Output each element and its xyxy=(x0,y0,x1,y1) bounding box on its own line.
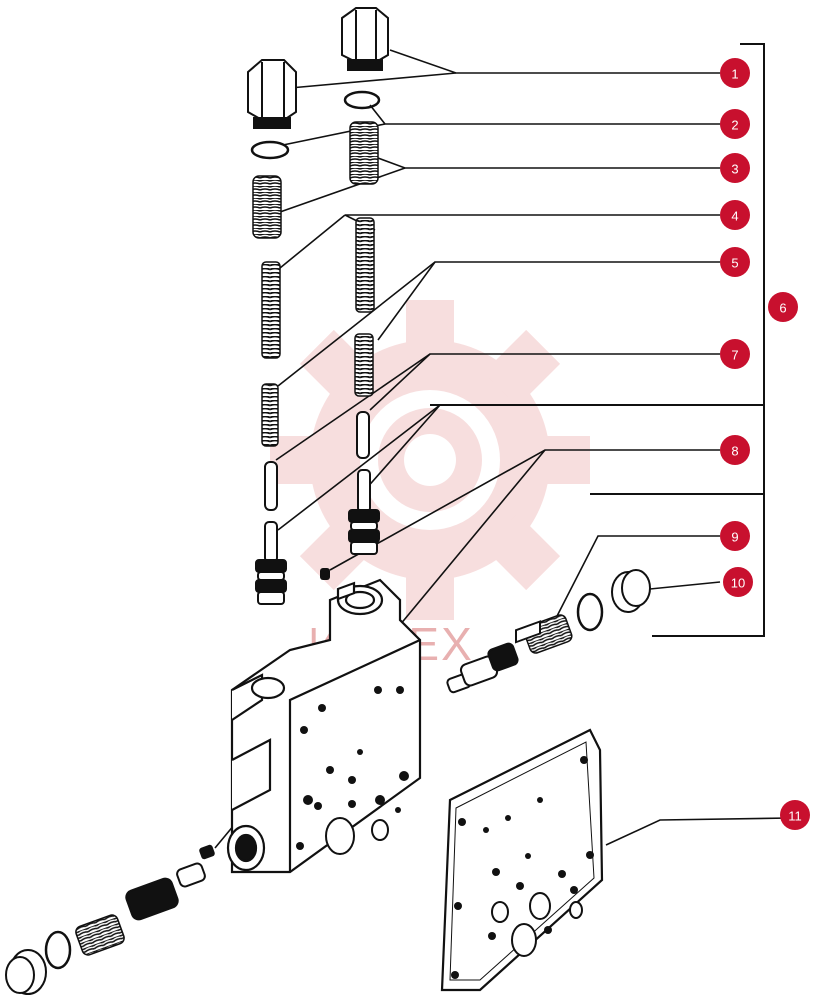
callout-marker xyxy=(720,153,750,183)
callout-8: 8 xyxy=(720,435,750,465)
spring-3-left xyxy=(252,175,282,239)
callout-marker xyxy=(720,109,750,139)
small-plug-top xyxy=(320,568,330,580)
plug-bottom xyxy=(5,949,47,995)
callout-number: 11 xyxy=(788,809,802,824)
callout-1: 1 xyxy=(720,58,750,88)
callout-9: 9 xyxy=(720,521,750,551)
callout-number: 3 xyxy=(731,162,738,177)
callout-number: 7 xyxy=(731,348,738,363)
hex-cap-left xyxy=(247,59,297,129)
callout-5: 5 xyxy=(720,247,750,277)
callout-marker xyxy=(720,247,750,277)
small-plug-bottom xyxy=(199,844,215,860)
callout-3: 3 xyxy=(720,153,750,183)
valve-body-ports xyxy=(325,817,389,855)
gasket-plate xyxy=(440,728,604,992)
callout-marker xyxy=(720,58,750,88)
callout-marker xyxy=(720,435,750,465)
callout-marker xyxy=(720,339,750,369)
o-ring-bottom xyxy=(44,930,72,970)
spring-bottom xyxy=(75,914,125,956)
plug-10 xyxy=(611,569,651,613)
callout-number: 5 xyxy=(731,256,738,271)
spool-bottom xyxy=(125,862,206,921)
o-ring-side xyxy=(576,592,604,632)
callout-marker xyxy=(720,200,750,230)
callout-6: 6 xyxy=(768,292,798,322)
pin-left xyxy=(264,461,278,511)
callout-11: 11 xyxy=(780,800,810,830)
valve-body-holes xyxy=(296,686,409,850)
callout-number: 4 xyxy=(731,209,738,224)
spring-5-left xyxy=(261,383,279,447)
callout-marker xyxy=(780,800,810,830)
spring-3-right xyxy=(349,121,379,185)
callout-number: 1 xyxy=(731,67,738,82)
callout-4: 4 xyxy=(720,200,750,230)
spool-side xyxy=(446,642,519,694)
gasket-ports xyxy=(491,620,583,957)
callout-marker xyxy=(720,521,750,551)
callout-number: 2 xyxy=(731,118,738,133)
spring-4-left xyxy=(261,261,281,359)
spring-4-right xyxy=(355,217,375,313)
callout-2: 2 xyxy=(720,109,750,139)
pin-right xyxy=(356,411,370,459)
callout-number: 8 xyxy=(731,444,738,459)
spool-left xyxy=(255,521,287,605)
callout-number: 10 xyxy=(731,576,745,591)
o-ring-left xyxy=(250,140,290,160)
callout-number: 9 xyxy=(731,530,738,545)
callout-marker xyxy=(723,567,753,597)
o-ring-right xyxy=(343,90,381,110)
callout-7: 7 xyxy=(720,339,750,369)
callout-number: 6 xyxy=(779,301,786,316)
spool-right xyxy=(348,469,380,555)
watermark-logo xyxy=(270,300,590,620)
callout-marker xyxy=(768,292,798,322)
callout-10: 10 xyxy=(723,567,753,597)
hex-cap-right xyxy=(341,7,389,71)
spring-5-right xyxy=(354,333,374,397)
valve-body xyxy=(226,578,422,874)
gasket-holes xyxy=(451,756,594,979)
